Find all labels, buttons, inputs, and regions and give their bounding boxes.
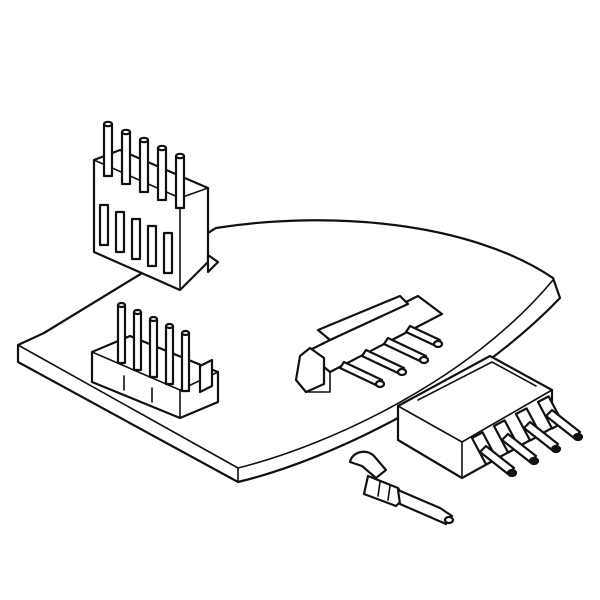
right-angle-header-on-board [294,294,444,394]
floating-header-slots [98,203,174,275]
crimp-housing [396,354,584,480]
floating-header-pins [102,120,186,210]
vertical-header-on-board [90,301,220,420]
crimp-housing-pins [478,408,584,478]
right-angle-pins [338,324,444,389]
vertical-header-floating [92,120,220,292]
crimp-terminal [348,450,455,526]
vertical-header-pins [116,301,191,393]
pcb-board [16,219,562,484]
